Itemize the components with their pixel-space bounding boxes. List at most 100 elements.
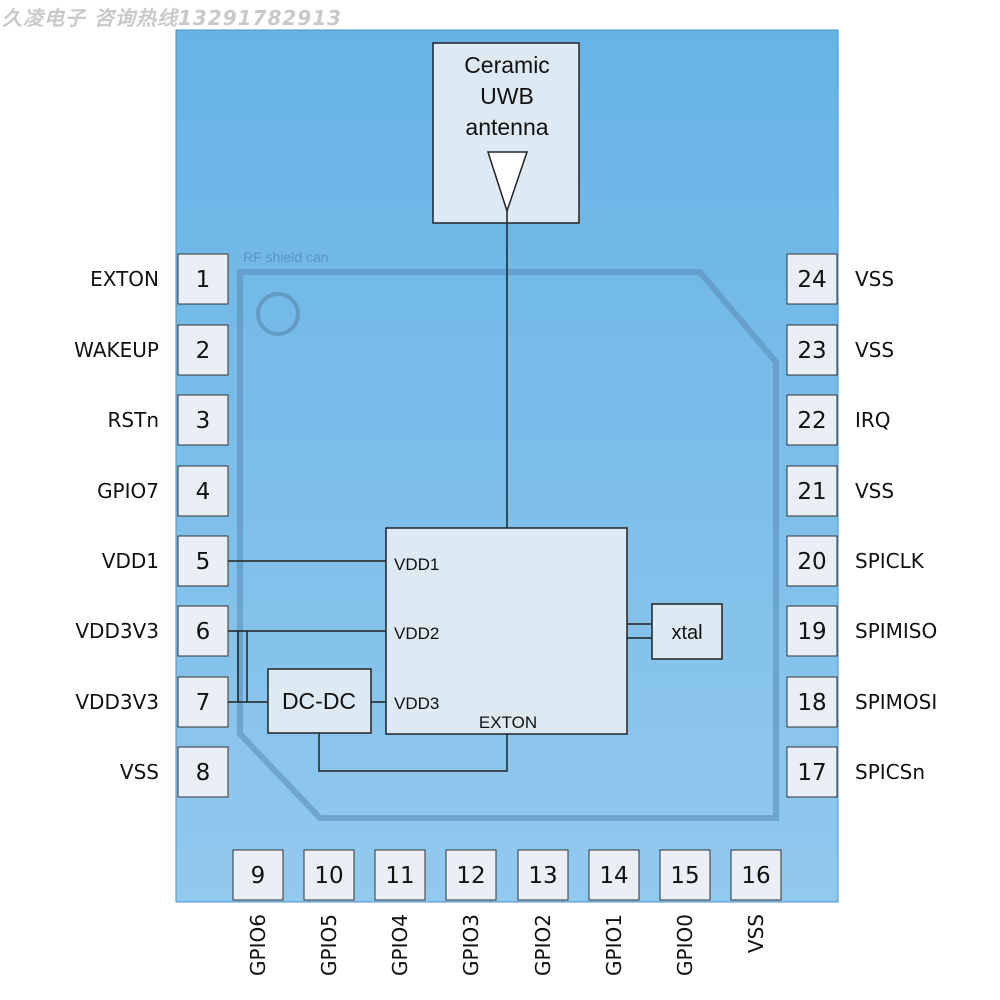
pin-pad <box>588 849 640 901</box>
pin-pad <box>177 535 229 587</box>
pin-name: GPIO3 <box>459 914 483 976</box>
pin-number: 20 <box>797 549 826 575</box>
antenna-symbol <box>486 151 529 214</box>
pin-pad <box>177 253 229 305</box>
pin-pad <box>786 676 838 728</box>
pin-name: VSS <box>855 338 894 362</box>
pin-name: VDD1 <box>102 549 159 573</box>
pin-pad <box>232 849 284 901</box>
pin-18: 18 SPIMOSI <box>786 676 937 728</box>
uwb-chip <box>385 527 628 735</box>
pin-pad <box>445 849 497 901</box>
pin-pad <box>177 676 229 728</box>
pin-24: 24 VSS <box>786 253 894 305</box>
pin-pad <box>659 849 711 901</box>
pin-name: GPIO7 <box>97 479 159 503</box>
pin-number: 10 <box>314 863 343 889</box>
pin-name: VSS <box>120 760 159 784</box>
pin-2: 2 WAKEUP <box>74 324 229 376</box>
pin-name: VSS <box>855 267 894 291</box>
pin-number: 3 <box>196 408 211 434</box>
pin-name: GPIO5 <box>317 914 341 976</box>
pin-name: VDD3V3 <box>75 690 159 714</box>
pin-number: 19 <box>797 619 826 645</box>
pin-name: VSS <box>855 479 894 503</box>
pin-pad <box>786 253 838 305</box>
chip-pin-vdd3: VDD3 <box>394 694 439 713</box>
pin-name: RSTn <box>108 408 159 432</box>
pin-name: WAKEUP <box>74 338 159 362</box>
pin-pad <box>786 535 838 587</box>
pin-number: 5 <box>196 549 211 575</box>
pin-name: SPIMISO <box>855 619 937 643</box>
pin-number: 7 <box>196 690 211 716</box>
dcdc-label: DC-DC <box>282 688 356 714</box>
pin-pad <box>177 605 229 657</box>
antenna-label-line3: antenna <box>465 114 548 140</box>
pin-7: 7 VDD3V3 <box>75 676 229 728</box>
pin-number: 1 <box>196 267 211 293</box>
pin-name: GPIO6 <box>246 914 270 976</box>
pin-number: 24 <box>797 267 826 293</box>
rf-shield-can <box>237 269 779 821</box>
pin-number: 22 <box>797 408 826 434</box>
left-pins: 1EXTON2WAKEUP3RSTn4GPIO75VDD16VDD3V37VDD… <box>74 253 229 798</box>
power-wiring <box>228 560 508 772</box>
pin-5: 5 VDD1 <box>102 535 229 587</box>
pin-19: 19 SPIMISO <box>786 605 937 657</box>
chip-pin-vdd1: VDD1 <box>394 555 439 574</box>
xtal-box <box>651 603 723 660</box>
pin-8: 8 VSS <box>120 746 229 798</box>
pin-number: 11 <box>385 863 414 889</box>
pin-name: SPIMOSI <box>855 690 937 714</box>
pin-number: 14 <box>599 863 628 889</box>
pin-pad <box>177 746 229 798</box>
shield-pin1-marker <box>256 292 300 336</box>
pin-number: 12 <box>456 863 485 889</box>
pin-number: 13 <box>528 863 557 889</box>
pin-pad <box>517 849 569 901</box>
pin-name: SPICLK <box>855 549 925 573</box>
pin-pad <box>730 849 782 901</box>
pin-number: 21 <box>797 479 826 505</box>
pin-name: GPIO2 <box>531 914 555 976</box>
pin-number: 18 <box>797 690 826 716</box>
pin-number: 9 <box>251 863 266 889</box>
pin-pad <box>177 465 229 517</box>
chip-pin-exton: EXTON <box>479 713 537 732</box>
pin-pad <box>786 465 838 517</box>
pin-pad <box>786 324 838 376</box>
pin-number: 16 <box>741 863 770 889</box>
pin-pad <box>177 324 229 376</box>
shield-label: RF shield can <box>243 249 329 265</box>
pin-20: 20 SPICLK <box>786 535 925 587</box>
pin-pad <box>786 605 838 657</box>
antenna-label-line1: Ceramic <box>464 52 550 78</box>
pin-pad <box>374 849 426 901</box>
pin-name: VDD3V3 <box>75 619 159 643</box>
pin-name: VSS <box>744 914 768 953</box>
bottom-pins: 9GPIO610GPIO511GPIO412GPIO313GPIO214GPIO… <box>232 849 782 976</box>
pin-6: 6 VDD3V3 <box>75 605 229 657</box>
pin-number: 2 <box>196 338 211 364</box>
xtal-label: xtal <box>671 622 702 644</box>
pin-pad <box>786 394 838 446</box>
pin-21: 21 VSS <box>786 465 894 517</box>
pin-number: 6 <box>196 619 211 645</box>
pin-name: GPIO0 <box>673 914 697 976</box>
pin-name: GPIO4 <box>388 914 412 976</box>
pin-pad <box>177 394 229 446</box>
pin-number: 8 <box>196 760 211 786</box>
dcdc-box <box>267 668 372 734</box>
